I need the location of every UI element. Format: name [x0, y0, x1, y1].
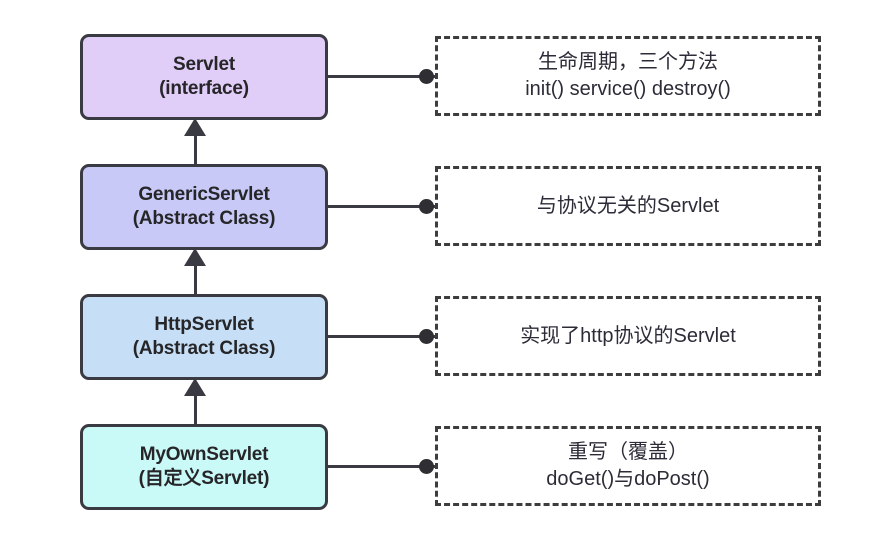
connector-line-httpservlet-note	[327, 335, 435, 338]
connector-ball-myownservlet-note	[419, 459, 434, 474]
inheritance-line-myownservlet-to-httpservlet	[194, 395, 197, 424]
connector-ball-genericservlet-note	[419, 199, 434, 214]
node-genericservlet-kind: (Abstract Class)	[132, 208, 276, 229]
node-servlet-name: Servlet	[173, 54, 235, 76]
connector-line-myownservlet-note	[327, 465, 435, 468]
inheritance-arrowhead-icon-servlet	[184, 118, 206, 136]
note-myownservlet-override-line2: doGet()与doPost()	[546, 468, 710, 490]
note-servlet-lifecycle-line1: 生命周期，三个方法	[538, 51, 718, 73]
inheritance-line-genericservlet-to-servlet	[194, 135, 197, 164]
inheritance-arrowhead-icon-httpservlet	[184, 378, 206, 396]
node-servlet[interactable]: Servlet (interface)	[80, 34, 328, 120]
note-genericservlet-description-line1: 与协议无关的Servlet	[536, 194, 720, 217]
node-httpservlet-name: HttpServlet	[154, 314, 254, 336]
connector-line-genericservlet-note	[327, 205, 435, 208]
node-servlet-kind: (interface)	[159, 78, 249, 99]
connector-line-servlet-note	[327, 75, 435, 78]
node-myownservlet[interactable]: MyOwnServlet (自定义Servlet)	[80, 424, 328, 510]
inheritance-line-httpservlet-to-genericservlet	[194, 265, 197, 294]
node-genericservlet-name: GenericServlet	[138, 184, 270, 206]
node-genericservlet[interactable]: GenericServlet (Abstract Class)	[80, 164, 328, 250]
inheritance-arrowhead-icon-genericservlet	[184, 248, 206, 266]
node-myownservlet-name: MyOwnServlet	[139, 444, 269, 466]
node-httpservlet-kind: (Abstract Class)	[132, 338, 276, 359]
note-myownservlet-override-line1: 重写（覆盖）	[568, 441, 688, 463]
note-myownservlet-override[interactable]: 重写（覆盖） doGet()与doPost()	[435, 426, 821, 506]
note-servlet-lifecycle[interactable]: 生命周期，三个方法 init() service() destroy()	[435, 36, 821, 116]
note-servlet-lifecycle-line2: init() service() destroy()	[525, 78, 731, 100]
connector-ball-httpservlet-note	[419, 329, 434, 344]
connector-ball-servlet-note	[419, 69, 434, 84]
node-httpservlet[interactable]: HttpServlet (Abstract Class)	[80, 294, 328, 380]
node-myownservlet-kind: (自定义Servlet)	[138, 468, 270, 489]
note-genericservlet-description[interactable]: 与协议无关的Servlet	[435, 166, 821, 246]
note-httpservlet-description[interactable]: 实现了http协议的Servlet	[435, 296, 821, 376]
note-httpservlet-description-line1: 实现了http协议的Servlet	[520, 324, 736, 347]
